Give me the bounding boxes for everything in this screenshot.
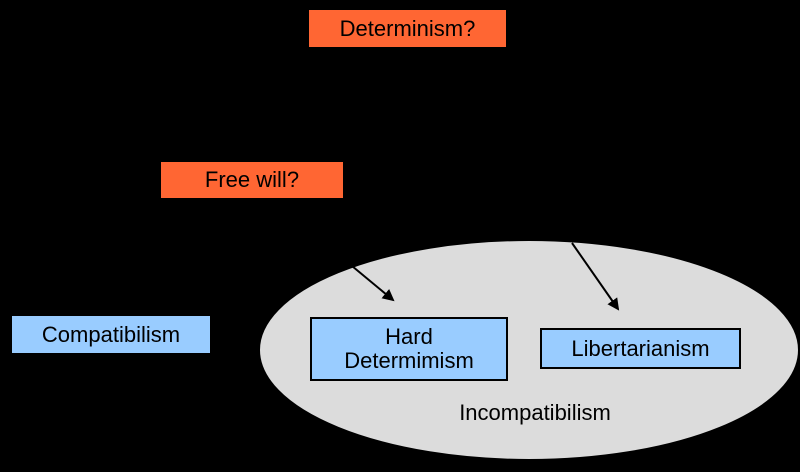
libertarianism-label: Libertarianism (571, 335, 710, 361)
compatibilism-box: Compatibilism (12, 316, 210, 353)
hard-determinism-label-line1: Hard (385, 324, 433, 349)
hard-determinism-box: Hard Determimism (310, 317, 508, 381)
incompatibilism-label: Incompatibilism (459, 400, 611, 425)
arrow-to-libertarianism (571, 242, 620, 311)
free-will-label: Free will? (204, 167, 300, 192)
determinism-question-box: Determinism? (309, 10, 506, 47)
determinism-label: Determinism? (339, 15, 476, 41)
compatibilism-label: Compatibilism (41, 321, 181, 347)
libertarianism-box: Libertarianism (540, 328, 741, 369)
free-will-question-box: Free will? (161, 162, 343, 198)
hard-determinism-label-line2: Determimism (344, 348, 474, 373)
arrow-to-hard-determinism (351, 265, 395, 302)
